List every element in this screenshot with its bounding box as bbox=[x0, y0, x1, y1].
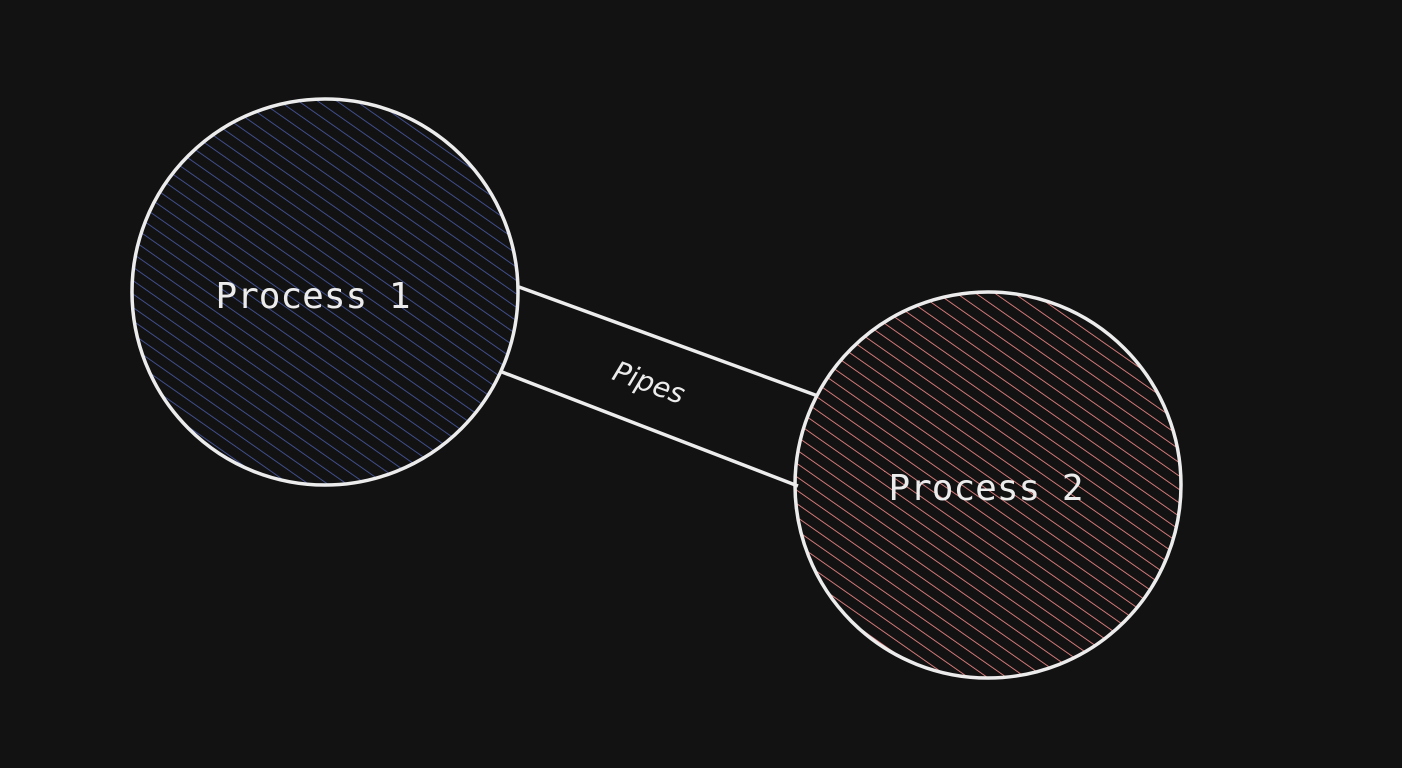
process-2-label: Process 2 bbox=[888, 468, 1083, 509]
process-1-node[interactable]: Process 1 bbox=[130, 97, 520, 487]
pipe-label: Pipes bbox=[608, 354, 689, 410]
pipe-top-line bbox=[518, 285, 819, 398]
process-2-circle bbox=[793, 290, 1183, 680]
process-1-label: Process 1 bbox=[215, 276, 410, 317]
process-1-circle bbox=[130, 97, 520, 487]
process-2-node[interactable]: Process 2 bbox=[793, 290, 1183, 680]
pipe-bottom-line bbox=[501, 370, 799, 488]
pipe-connector[interactable]: Pipes bbox=[501, 285, 819, 488]
